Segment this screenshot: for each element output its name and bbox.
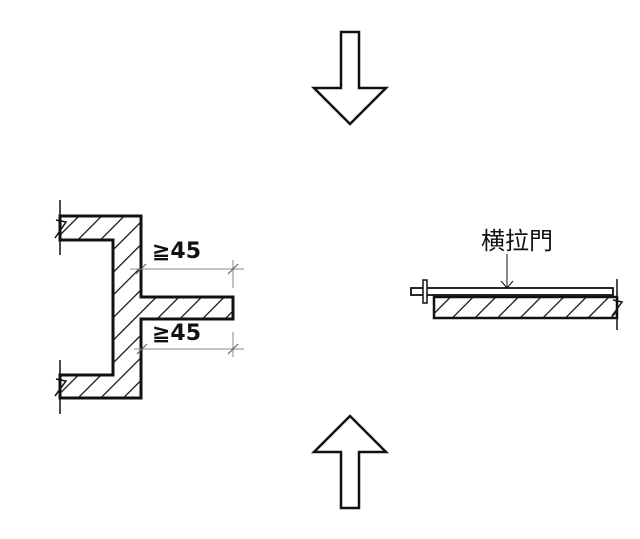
dimension-lower — [134, 332, 244, 357]
wall-section-right — [432, 295, 619, 320]
door-handle — [422, 279, 428, 304]
sliding-door-label: 横拉門 — [481, 227, 553, 255]
arrow-up-icon — [310, 414, 390, 510]
dimension-label-lower: ≧45 — [152, 321, 201, 346]
dimension-upper — [130, 260, 244, 288]
sliding-door-panel — [410, 287, 614, 296]
sliding-door-section — [410, 254, 624, 330]
arrow-down-icon — [310, 30, 390, 126]
dimension-label-upper: ≧45 — [152, 239, 201, 264]
wall-section-left — [54, 200, 235, 414]
